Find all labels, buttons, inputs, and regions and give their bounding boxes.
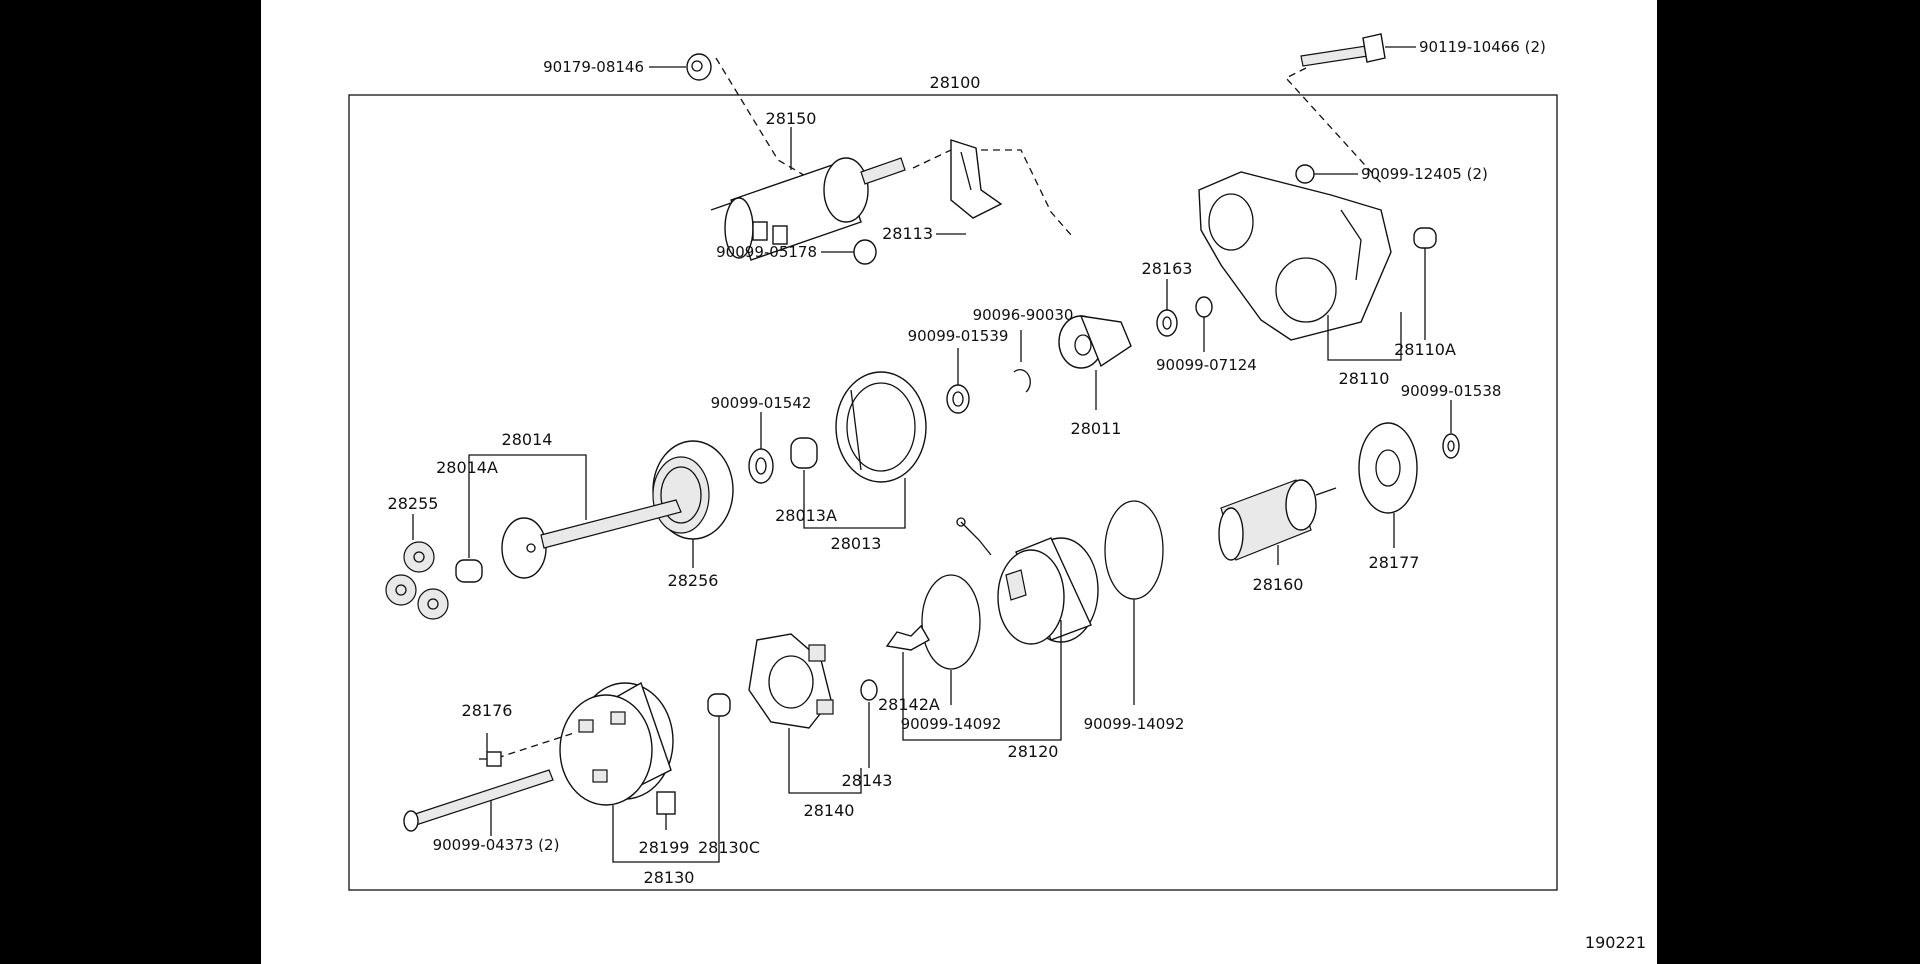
part-28176-screw (479, 751, 502, 767)
label-90179-08146: 90179-08146 (543, 58, 644, 76)
label-28113: 28113 (882, 224, 933, 243)
part-90099-01542: 90099-01542 (711, 394, 812, 484)
part-28013A (790, 437, 818, 469)
label-28120: 28120 (1008, 742, 1059, 761)
label-28256: 28256 (668, 571, 719, 590)
part-28140-brush-holder (748, 633, 834, 729)
part-28256-ring-gear (652, 440, 734, 540)
leader-dash-lever (912, 149, 1072, 236)
part-90099-14092-ring-a (921, 574, 981, 670)
assembly-frame (348, 94, 1558, 891)
label-28143: 28143 (842, 771, 893, 790)
label-90099-14092-b: 90099-14092 (1084, 715, 1185, 733)
part-90099-01539: 90099-01539 (908, 327, 1009, 414)
part-28130C (707, 693, 731, 717)
part-90119-10466: 90119-10466 (2) (1300, 33, 1546, 67)
label-28163: 28163 (1142, 259, 1193, 278)
label-28014A: 28014A (436, 458, 498, 477)
label-28199: 28199 (639, 838, 690, 857)
document-number: 190221 (1585, 933, 1646, 952)
label-28014: 28014 (502, 430, 553, 449)
part-90096-90030: 90096-90030 (973, 306, 1074, 393)
part-28199 (656, 791, 676, 830)
part-28255-planetary-gears (385, 541, 449, 620)
label-28255: 28255 (388, 494, 439, 513)
part-28130-end-frame (559, 681, 674, 806)
part-90099-12405: 90099-12405 (2) (1295, 164, 1488, 184)
label-90099-04373: 90099-04373 (2) (433, 836, 560, 854)
label-28013: 28013 (831, 534, 882, 553)
part-28142A (860, 624, 930, 701)
part-28120-field-frame (956, 517, 1099, 645)
label-90096-90030: 90096-90030 (973, 306, 1074, 324)
part-28014A (455, 559, 483, 583)
part-28177-plate (1358, 422, 1418, 514)
label-28011: 28011 (1071, 419, 1122, 438)
label-90119-10466: 90119-10466 (2) (1419, 38, 1546, 56)
part-90179-08146: 90179-08146 (543, 53, 712, 81)
part-28011-pinion (1058, 315, 1132, 369)
part-28013-yoke (835, 371, 927, 483)
part-28014-shaft (501, 499, 682, 579)
frame-label: 28100 (930, 73, 981, 92)
label-90099-12405: 90099-12405 (2) (1361, 165, 1488, 183)
label-28013A: 28013A (775, 506, 837, 525)
part-28113-lever (950, 139, 1003, 219)
label-28160: 28160 (1253, 575, 1304, 594)
label-28142A: 28142A (878, 695, 940, 714)
part-28163: 28163 (1142, 259, 1193, 337)
part-90099-01538: 90099-01538 (1401, 382, 1502, 459)
label-28130C: 28130C (698, 838, 760, 857)
part-28160-armature (1218, 479, 1337, 561)
label-28110: 28110 (1339, 369, 1390, 388)
part-90099-05178: 90099-05178 (716, 239, 877, 265)
part-28110A: 28110A (1394, 227, 1456, 359)
label-90099-05178: 90099-05178 (716, 243, 817, 261)
part-28110-housing (1198, 171, 1392, 341)
label-28130: 28130 (644, 868, 695, 887)
diagram-canvas: 28100 90179-08146 90119-10466 (2) 28150 … (261, 0, 1657, 964)
label-28177: 28177 (1369, 553, 1420, 572)
label-28110A: 28110A (1394, 340, 1456, 359)
label-90099-14092-a: 90099-14092 (901, 715, 1002, 733)
part-90099-14092-ring-b (1104, 500, 1164, 600)
label-90099-07124: 90099-07124 (1156, 356, 1257, 374)
label-28140: 28140 (804, 801, 855, 820)
part-28150-solenoid (710, 157, 906, 261)
label-90099-01539: 90099-01539 (908, 327, 1009, 345)
label-28150: 28150 (766, 109, 817, 128)
starter-exploded-diagram: 28100 90179-08146 90119-10466 (2) 28150 … (348, 33, 1646, 952)
label-90099-01542: 90099-01542 (711, 394, 812, 412)
part-90099-07124: 90099-07124 (1156, 296, 1257, 374)
label-90099-01538: 90099-01538 (1401, 382, 1502, 400)
part-90099-04373-bolt (403, 769, 554, 832)
label-28176: 28176 (462, 701, 513, 720)
